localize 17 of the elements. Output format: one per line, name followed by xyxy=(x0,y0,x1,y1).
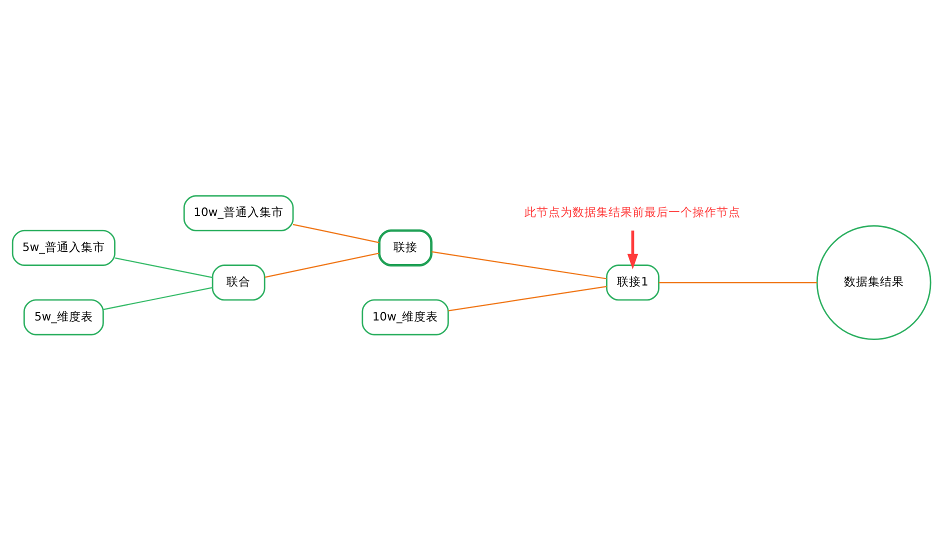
node-text: 此节点为数据集结果前最后一个操作节点 xyxy=(524,205,741,220)
node-box: 联接 xyxy=(378,229,433,266)
node-box: 10w_维度表 xyxy=(362,299,449,336)
node-box: 5w_维度表 xyxy=(23,299,104,336)
connector xyxy=(115,257,212,278)
connector xyxy=(432,251,607,280)
node-box: 5w_普通入集市 xyxy=(12,230,116,266)
connector xyxy=(658,282,818,284)
connector xyxy=(103,287,212,310)
node-box: 10w_普通入集市 xyxy=(183,195,294,232)
connector xyxy=(292,224,380,244)
connector xyxy=(448,286,607,312)
node-box: 联合 xyxy=(212,264,266,301)
arrow xyxy=(627,230,638,270)
connector xyxy=(264,252,380,278)
node-box: 联接1 xyxy=(606,264,660,301)
node-circle: 数据集结果 xyxy=(816,225,932,340)
